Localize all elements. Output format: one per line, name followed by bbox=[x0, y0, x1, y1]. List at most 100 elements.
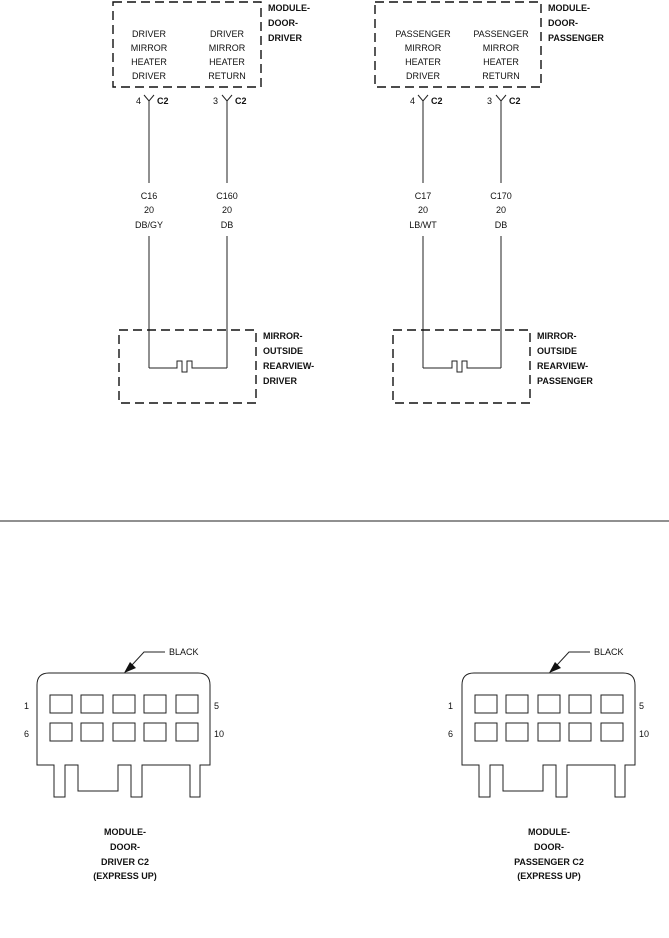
pin-cavity bbox=[568, 694, 592, 714]
driver-mirror-label-2: OUTSIDE bbox=[263, 346, 303, 356]
connector-housing bbox=[461, 672, 636, 798]
pin-cavity bbox=[49, 722, 73, 742]
driver-wire-b-circuit: C160 bbox=[216, 191, 238, 201]
passenger-connector-caption-1: MODULE- bbox=[528, 827, 570, 837]
passenger-pin-a-number: 4 bbox=[410, 96, 415, 106]
driver-mirror-label-1: MIRROR- bbox=[263, 331, 303, 341]
connector-pin-symbol bbox=[495, 94, 507, 102]
driver-outside-mirror: MIRROR- OUTSIDE REARVIEW- DRIVER bbox=[118, 329, 314, 404]
passenger-outside-mirror: MIRROR- OUTSIDE REARVIEW- PASSENGER bbox=[392, 329, 593, 404]
driver-wire-b-gauge: 20 bbox=[222, 205, 232, 215]
passenger-mirror-label-2: OUTSIDE bbox=[537, 346, 577, 356]
passenger-door-module: MODULE- DOOR- PASSENGER PASSENGER MIRROR… bbox=[374, 1, 604, 106]
leader-line bbox=[131, 651, 165, 666]
driver-pin-a-name-4: DRIVER bbox=[132, 71, 167, 81]
passenger-pin-b-number: 3 bbox=[487, 96, 492, 106]
connector-pin-symbol bbox=[221, 94, 233, 102]
passenger-wires: C17 20 LB/WT C170 20 DB bbox=[409, 101, 512, 368]
passenger-pin-b-connector: C2 bbox=[509, 96, 521, 106]
passenger-mirror-box bbox=[392, 329, 531, 404]
driver-connector-color-label: BLACK bbox=[169, 647, 199, 657]
passenger-wire-b-color: DB bbox=[495, 220, 508, 230]
passenger-pin-b-name-2: MIRROR bbox=[483, 43, 520, 53]
driver-connector-caption-4: (EXPRESS UP) bbox=[93, 871, 157, 881]
driver-module-label-2: DOOR- bbox=[268, 18, 298, 28]
pin-cavity bbox=[49, 694, 73, 714]
driver-connector-caption-3: DRIVER C2 bbox=[101, 857, 149, 867]
pin-cavity bbox=[175, 694, 199, 714]
heater-element-symbol bbox=[423, 360, 501, 373]
driver-pin-b-number: 3 bbox=[213, 96, 218, 106]
pin-label-5: 5 bbox=[639, 701, 644, 711]
passenger-wire-a-gauge: 20 bbox=[418, 205, 428, 215]
driver-wire-a-gauge: 20 bbox=[144, 205, 154, 215]
driver-module-label-1: MODULE- bbox=[268, 3, 310, 13]
driver-door-module: MODULE- DOOR- DRIVER DRIVER MIRROR HEATE… bbox=[112, 1, 310, 106]
pin-cavity bbox=[537, 722, 561, 742]
driver-connector-caption-1: MODULE- bbox=[104, 827, 146, 837]
driver-wire-b-color: DB bbox=[221, 220, 234, 230]
driver-pin-b-name-1: DRIVER bbox=[210, 29, 245, 39]
pin-cavity bbox=[537, 694, 561, 714]
pin-row-1 bbox=[474, 694, 624, 714]
leader-arrowhead bbox=[124, 662, 136, 673]
driver-wire-a-color: DB/GY bbox=[135, 220, 163, 230]
driver-pin-a-name-3: HEATER bbox=[131, 57, 167, 67]
driver-connector-caption-2: DOOR- bbox=[110, 842, 140, 852]
passenger-mirror-label-1: MIRROR- bbox=[537, 331, 577, 341]
passenger-pin-b-name-1: PASSENGER bbox=[473, 29, 529, 39]
passenger-connector-caption-4: (EXPRESS UP) bbox=[517, 871, 581, 881]
driver-mirror-box bbox=[118, 329, 257, 404]
pin-label-1: 1 bbox=[24, 701, 29, 711]
passenger-pin-a-name-1: PASSENGER bbox=[395, 29, 451, 39]
leader-line bbox=[556, 651, 590, 666]
driver-pin-b-name-2: MIRROR bbox=[209, 43, 246, 53]
pin-label-1: 1 bbox=[448, 701, 453, 711]
driver-wires: C16 20 DB/GY C160 20 DB bbox=[135, 101, 238, 368]
pin-cavity bbox=[175, 722, 199, 742]
driver-mirror-label-4: DRIVER bbox=[263, 376, 298, 386]
driver-wire-a-circuit: C16 bbox=[141, 191, 158, 201]
driver-pin-b-name-4: RETURN bbox=[208, 71, 246, 81]
pin-row-1 bbox=[49, 694, 199, 714]
passenger-mirror-label-4: PASSENGER bbox=[537, 376, 593, 386]
pin-label-6: 6 bbox=[24, 729, 29, 739]
driver-mirror-label-3: REARVIEW- bbox=[263, 361, 314, 371]
passenger-pin-a-name-3: HEATER bbox=[405, 57, 441, 67]
leader-arrowhead bbox=[549, 662, 561, 673]
heater-element-symbol bbox=[149, 360, 227, 373]
passenger-pin-a-name-2: MIRROR bbox=[405, 43, 442, 53]
connector-housing bbox=[36, 672, 211, 798]
passenger-module-label-2: DOOR- bbox=[548, 18, 578, 28]
pin-label-10: 10 bbox=[214, 729, 224, 739]
pin-cavity bbox=[474, 722, 498, 742]
pin-cavity bbox=[143, 722, 167, 742]
passenger-wire-b-gauge: 20 bbox=[496, 205, 506, 215]
passenger-connector-color-label: BLACK bbox=[594, 647, 624, 657]
passenger-pin-b-name-3: HEATER bbox=[483, 57, 519, 67]
pin-cavity bbox=[568, 722, 592, 742]
driver-pin-a-name-2: MIRROR bbox=[131, 43, 168, 53]
passenger-connector-caption-3: PASSENGER C2 bbox=[514, 857, 584, 867]
passenger-connector-caption-2: DOOR- bbox=[534, 842, 564, 852]
driver-connector-view: BLACK 1 5 6 10 MODULE- DOOR- DRIVER C2 (… bbox=[24, 647, 224, 881]
pin-cavity bbox=[143, 694, 167, 714]
driver-module-label-3: DRIVER bbox=[268, 33, 303, 43]
passenger-module-label-1: MODULE- bbox=[548, 3, 590, 13]
passenger-wire-b-circuit: C170 bbox=[490, 191, 512, 201]
pin-cavity bbox=[600, 722, 624, 742]
connector-pin-symbol bbox=[417, 94, 429, 102]
pin-label-6: 6 bbox=[448, 729, 453, 739]
connector-pin-symbol bbox=[143, 94, 155, 102]
driver-pin-b-connector: C2 bbox=[235, 96, 247, 106]
passenger-pin-a-connector: C2 bbox=[431, 96, 443, 106]
driver-module-box bbox=[112, 1, 262, 88]
pin-row-2 bbox=[49, 722, 199, 742]
pin-row-2 bbox=[474, 722, 624, 742]
pin-label-10: 10 bbox=[639, 729, 649, 739]
passenger-wire-a-circuit: C17 bbox=[415, 191, 432, 201]
pin-cavity bbox=[505, 694, 529, 714]
pin-cavity bbox=[474, 694, 498, 714]
passenger-pin-b-name-4: RETURN bbox=[482, 71, 520, 81]
